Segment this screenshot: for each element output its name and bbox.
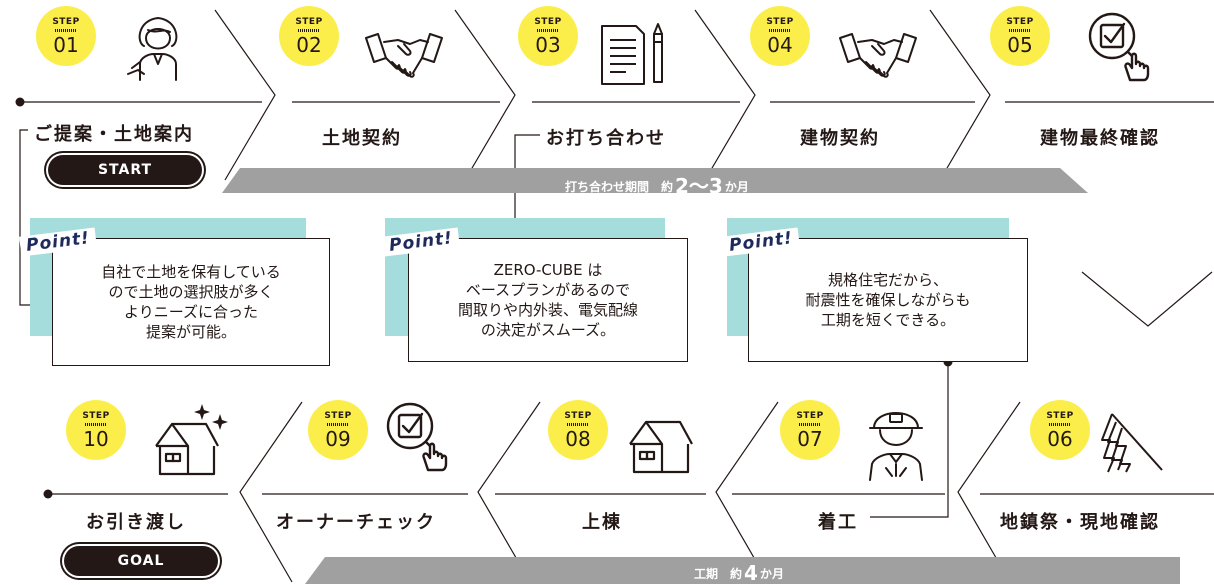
document-pen-icon [601, 23, 663, 85]
period-value: 2～3 [675, 174, 723, 198]
step-badge-05: STEP 05 [990, 6, 1050, 66]
step-title-04: 建物契約 [800, 128, 880, 149]
house-frame-icon [629, 420, 693, 474]
step-word: STEP [766, 16, 794, 27]
chevron-divider [929, 9, 991, 181]
step-badge-08: STEP 08 [548, 400, 608, 460]
step-badge-10: STEP 10 [66, 400, 126, 460]
goal-badge: GOAL [64, 546, 218, 576]
consultant-woman-icon [127, 17, 178, 81]
step-title-03: お打ち合わせ [546, 128, 666, 149]
handshake-icon [365, 33, 443, 78]
step-word: STEP [796, 410, 824, 421]
step-badge-02: STEP 02 [279, 6, 339, 66]
step-badge-06: STEP 06 [1030, 400, 1090, 460]
construction-worker-icon [869, 412, 923, 481]
chevron-divider [214, 9, 276, 181]
chevron-divider [715, 401, 779, 583]
point-note-2: ZERO-CUBE は ベースプランがあるので 間取りや内外装、電気配線 の決定… [408, 238, 688, 362]
step-number: 08 [565, 426, 591, 451]
step-word: STEP [534, 16, 562, 27]
step-badge-01: STEP 01 [36, 6, 96, 66]
step-badge-09: STEP 09 [308, 400, 368, 460]
checklist-magnifier-icon [1088, 12, 1150, 82]
step-badge-04: STEP 04 [750, 6, 810, 66]
chevron-divider [957, 401, 1021, 583]
ground-breaking-icon [1101, 413, 1163, 473]
step-badge-07: STEP 07 [780, 400, 840, 460]
step-word: STEP [1006, 16, 1034, 27]
period-bar-bottom [305, 557, 1180, 584]
step-number: 10 [83, 426, 109, 451]
handshake-icon [839, 33, 917, 78]
step-title-10: お引き渡し [86, 512, 186, 533]
step-number: 02 [296, 32, 322, 57]
step-title-06: 地鎮祭・現地確認 [1000, 512, 1160, 533]
step-number: 07 [797, 426, 823, 451]
step-title-07: 着工 [818, 512, 858, 533]
sparkling-house-icon [155, 404, 228, 476]
row-turn-chevron [1081, 271, 1213, 327]
period-bar-top [222, 168, 1088, 193]
period-prefix: 打ち合わせ期間 約 [565, 180, 674, 194]
step-badge-03: STEP 03 [518, 6, 578, 66]
period-prefix: 工期 約 [694, 567, 743, 581]
step-number: 05 [1007, 32, 1033, 57]
step-title-05: 建物最終確認 [1040, 128, 1160, 149]
point-note-1: 自社で土地を保有している ので土地の選択肢が多く よりニーズに合った 提案が可能… [52, 238, 330, 366]
step-word: STEP [1046, 410, 1074, 421]
period-suffix: か月 [724, 180, 749, 194]
period-suffix: か月 [759, 567, 784, 581]
step-word: STEP [52, 16, 80, 27]
chevron-divider [454, 9, 516, 181]
step-word: STEP [564, 410, 592, 421]
step-number: 09 [325, 426, 351, 451]
chevron-divider [477, 401, 541, 583]
step-number: 06 [1047, 426, 1073, 451]
step-title-02: 土地契約 [322, 128, 402, 149]
step-title-01: ご提案・土地案内 [34, 124, 194, 145]
chevron-divider [694, 9, 756, 181]
step-number: 03 [535, 32, 561, 57]
start-badge: START [48, 155, 202, 185]
period-value: 4 [744, 561, 758, 585]
step-title-08: 上棟 [582, 512, 622, 533]
point-note-3: 規格住宅だから、 耐震性を確保しながらも 工期を短くできる。 [748, 238, 1028, 362]
checklist-magnifier-icon [386, 402, 448, 472]
step-number: 04 [767, 32, 793, 57]
step-word: STEP [324, 410, 352, 421]
step-word: STEP [295, 16, 323, 27]
step-number: 01 [53, 32, 79, 57]
step-word: STEP [82, 410, 110, 421]
chevron-divider [239, 401, 303, 583]
step-title-09: オーナーチェック [276, 512, 436, 533]
